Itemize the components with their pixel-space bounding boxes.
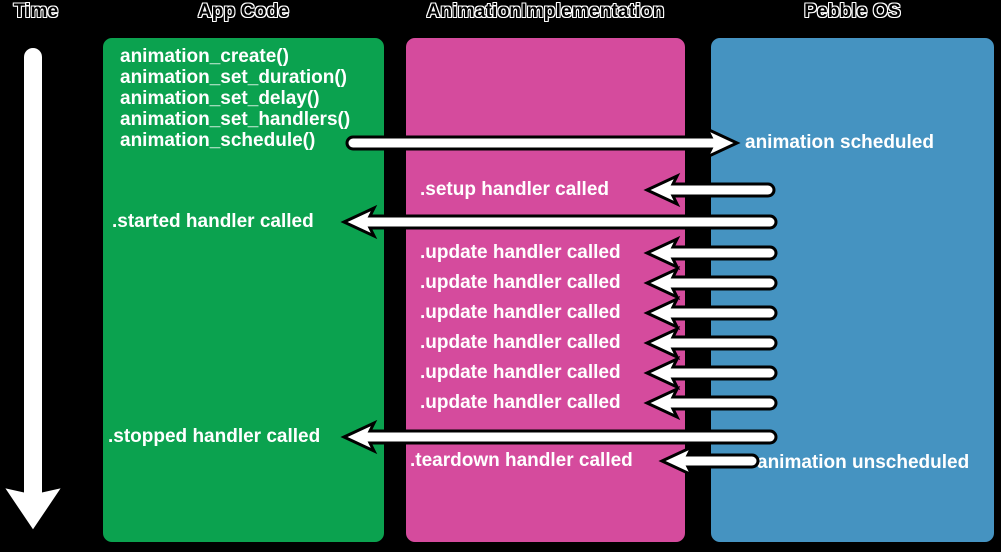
app-code-box (100, 35, 387, 545)
animation-unscheduled-label: animation unscheduled (757, 452, 970, 473)
started-handler-label: .started handler called (112, 211, 314, 232)
update-handler-label: .update handler called (420, 272, 621, 293)
function-call: animation_set_delay() (120, 88, 320, 109)
update-handler-label: .update handler called (420, 302, 621, 323)
function-call: animation_set_handlers() (120, 109, 351, 130)
teardown-handler-label: .teardown handler called (410, 450, 633, 471)
app-code-column-header: App Code (197, 1, 290, 22)
stopped-handler-label: .stopped handler called (108, 426, 321, 447)
function-call: animation_schedule() (120, 130, 316, 151)
function-call: animation_set_duration() (120, 67, 347, 88)
animation-scheduled-label: animation scheduled (745, 132, 934, 153)
setup-handler-label: .setup handler called (420, 179, 609, 200)
update-handler-label: .update handler called (420, 242, 621, 263)
update-handler-label: .update handler called (420, 332, 621, 353)
time-column-header: Time (13, 1, 59, 22)
animation-implementation-column-header: AnimationImplementation (426, 1, 665, 22)
app-code-function-list: animation_create() animation_set_duratio… (120, 46, 350, 151)
update-handler-label: .update handler called (420, 362, 621, 383)
update-handler-label: .update handler called (420, 392, 621, 413)
animation-implementation-box (403, 35, 688, 545)
pebble-os-column-header: Pebble OS (804, 1, 901, 22)
time-arrow (0, 45, 68, 535)
function-call: animation_create() (120, 46, 289, 67)
